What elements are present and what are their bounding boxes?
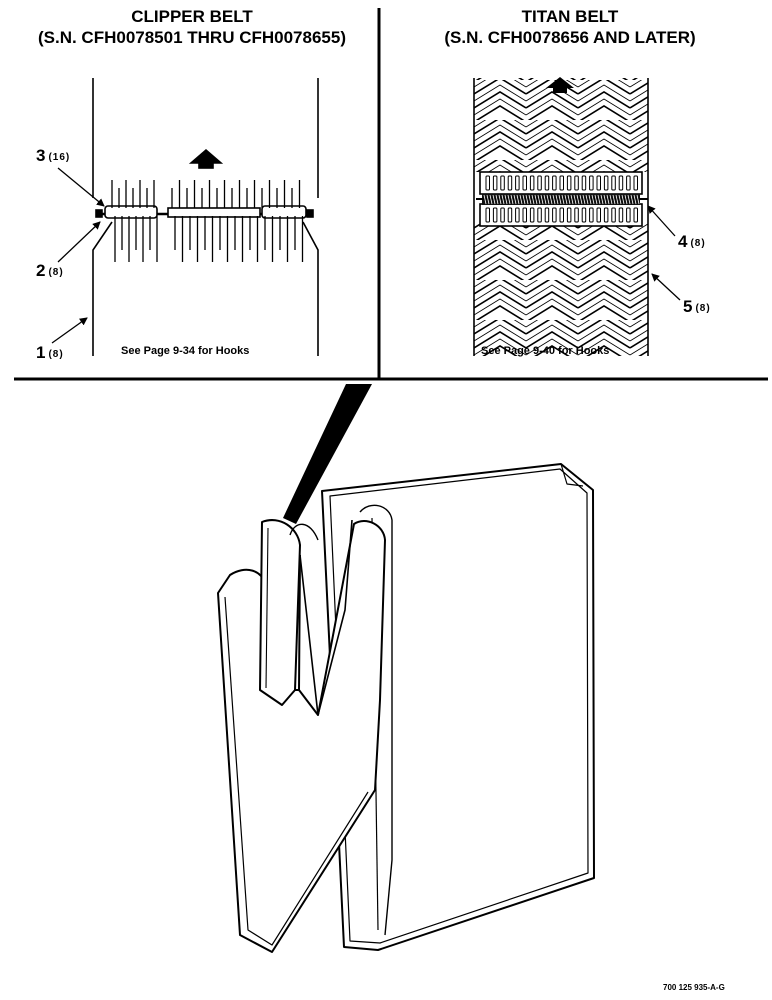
callout-2-number: 2 [36, 261, 46, 280]
callout-1-number: 1 [36, 343, 46, 362]
drawing-number: 700 125 935-A-G [663, 983, 725, 992]
callout-4-number: 4 [678, 232, 688, 251]
titan-belt-title: TITAN BELT (S.N. CFH0078656 AND LATER) [384, 6, 756, 48]
detail-pointer-wedge [283, 384, 372, 524]
callout-3-qty: (16) [48, 152, 71, 163]
titan-belt-title-line1: TITAN BELT [521, 7, 619, 26]
clipper-belt-title-line1: CLIPPER BELT [131, 7, 253, 26]
callout-4-qty: (8) [690, 238, 706, 249]
callout-2: 2(8) [36, 261, 64, 281]
callout-3: 3(16) [36, 146, 70, 166]
callout-5: 5(8) [683, 297, 711, 317]
callout-3-number: 3 [36, 146, 46, 165]
titan-hooks-reference-note: See Page 9-40 for Hooks [481, 345, 610, 357]
callout-2-qty: (8) [48, 267, 64, 278]
titan-belt-drawing [473, 77, 649, 356]
direction-arrow-icon [188, 148, 224, 164]
titan-belt-title-line2: (S.N. CFH0078656 AND LATER) [444, 28, 696, 47]
callout-4: 4(8) [678, 232, 706, 252]
belt-assembly-drawing [217, 463, 595, 953]
clipper-belt-drawing [92, 78, 319, 356]
callout-1-qty: (8) [48, 349, 64, 360]
clipper-belt-title-line2: (S.N. CFH0078501 THRU CFH0078655) [37, 28, 346, 47]
clipper-hooks [111, 180, 304, 262]
clipper-belt-title: CLIPPER BELT (S.N. CFH0078501 THRU CFH00… [0, 6, 384, 48]
callout-5-number: 5 [683, 297, 693, 316]
callout-5-qty: (8) [695, 303, 711, 314]
titan-direction-arrow-icon [546, 77, 574, 88]
callout-1: 1(8) [36, 343, 64, 363]
clipper-hooks-reference-note: See Page 9-34 for Hooks [121, 345, 250, 357]
